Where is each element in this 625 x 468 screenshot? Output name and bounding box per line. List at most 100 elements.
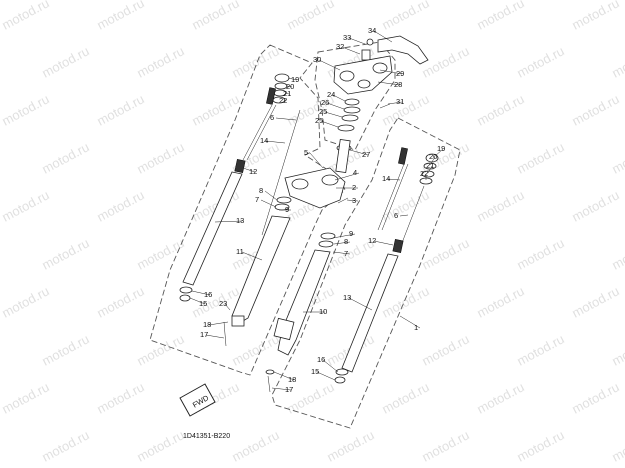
leader-line: [284, 92, 290, 95]
callout-20a: 20: [285, 82, 294, 91]
leader-line: [320, 120, 339, 128]
leader-line: [333, 241, 351, 245]
bolt-17b: [267, 375, 271, 393]
washer-18b: [265, 369, 275, 375]
watermark-text: motod.ru: [189, 91, 241, 128]
callout-number: 21: [283, 89, 291, 98]
callout-17a: 17: [200, 330, 225, 339]
watermark-text: motod.ru: [39, 235, 91, 272]
leader-line: [399, 214, 409, 217]
callout-number: 29: [396, 69, 404, 78]
watermark-text: motod.ru: [514, 43, 566, 80]
watermark-text: motod.ru: [94, 91, 146, 128]
leader-line: [341, 46, 361, 55]
bolt-3: [337, 197, 349, 204]
callout-number: 21: [426, 161, 434, 170]
watermark-text: motod.ru: [379, 0, 431, 33]
watermark-text: motod.ru: [0, 187, 52, 224]
callout-12a: 12: [242, 167, 257, 176]
callout-21b: 21: [426, 161, 434, 174]
leader-line: [273, 371, 295, 381]
clip-8a: [276, 196, 292, 204]
callout-3: 3: [346, 196, 359, 205]
left-fork: [179, 73, 301, 347]
callout-14a: 14: [260, 136, 286, 145]
callout-22b: 22: [420, 169, 428, 180]
race-25: [337, 124, 355, 132]
callout-11: 11: [236, 247, 263, 261]
right-fork: [334, 147, 439, 384]
callout-number: 16: [317, 355, 325, 364]
leader-line: [373, 30, 393, 43]
leader-line: [242, 167, 256, 173]
watermark-text: motod.ru: [0, 283, 52, 320]
leader-line: [332, 251, 351, 255]
center-fork: [265, 232, 336, 393]
callout-26: 26: [321, 98, 345, 110]
bolt-32: [361, 49, 371, 61]
bolt-15a: [179, 294, 191, 302]
bolt-33: [366, 38, 374, 46]
fwd-arrow-shape: [179, 383, 216, 417]
callout-6a: 6: [270, 113, 297, 122]
callout-19b: 19: [433, 144, 445, 158]
ring-nut-26: [343, 106, 361, 114]
washer-24: [344, 98, 360, 106]
callout-number: 23: [219, 299, 227, 308]
callout-20b: 20: [429, 152, 437, 166]
callout-number: 8: [344, 237, 348, 246]
leader-line: [275, 117, 297, 121]
callout-31: 31: [387, 97, 404, 106]
watermark-text: motod.ru: [609, 427, 625, 464]
callout-number: 33: [343, 33, 351, 42]
callout-8a: 8: [259, 186, 278, 201]
callout-12b: 12: [368, 236, 394, 246]
under-bracket: [284, 167, 349, 209]
leader-line: [309, 152, 324, 169]
leader-line: [287, 77, 298, 81]
callout-number: 12: [368, 236, 376, 245]
callout-number: 25: [319, 107, 327, 116]
watermark-text: motod.ru: [94, 187, 146, 224]
leader-line: [373, 240, 394, 246]
callout-18a: 18: [203, 320, 229, 329]
watermark-text: motod.ru: [419, 427, 471, 464]
under-bracket-hole-left: [291, 178, 309, 190]
watermark-text: motod.ru: [569, 91, 621, 128]
watermark-text: motod.ru: [569, 283, 621, 320]
watermark-text: motod.ru: [134, 235, 186, 272]
watermark-text: motod.ru: [39, 43, 91, 80]
leader-line: [387, 178, 401, 181]
callout-number: 15: [199, 299, 207, 308]
leader-line: [271, 387, 292, 391]
bearing-25: [341, 114, 359, 122]
callout-2: 2: [336, 183, 358, 192]
watermark-text: motod.ru: [189, 0, 241, 33]
callout-number: 10: [319, 307, 327, 316]
leader-line: [348, 297, 373, 311]
spring-6b: [399, 185, 425, 249]
watermark-text: motod.ru: [609, 235, 625, 272]
callout-number: 7: [344, 249, 348, 258]
watermark-text: motod.ru: [0, 379, 52, 416]
drain-bolt-17a: [223, 321, 227, 347]
callout-number: 19: [291, 75, 299, 84]
callout-number: 31: [396, 97, 404, 106]
damper-rod-a2: [246, 104, 277, 161]
damper-rod-b2: [381, 163, 409, 231]
watermark-text: motod.ru: [609, 139, 625, 176]
callout-34: 34: [368, 26, 393, 43]
leader-line: [264, 190, 278, 201]
leader-line: [224, 303, 231, 311]
watermark-text: motod.ru: [134, 139, 186, 176]
callout-5: 5: [304, 148, 324, 169]
callout-number: 2: [352, 183, 356, 192]
leader-line: [208, 321, 229, 326]
watermark-text: motod.ru: [229, 43, 281, 80]
callout-9a: 9: [279, 205, 291, 214]
callout-number: 11: [236, 247, 244, 256]
